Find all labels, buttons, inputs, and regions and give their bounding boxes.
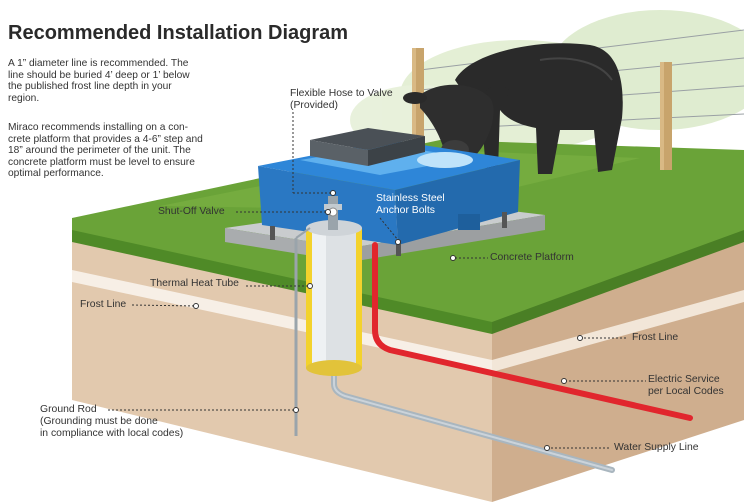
label-shut-off-valve: Shut-Off Valve: [158, 206, 225, 217]
ground-rod: [294, 227, 311, 436]
leader-dots: [193, 190, 583, 451]
label-water-supply-line: Water Supply Line: [614, 442, 699, 453]
frost-line-band-side: [492, 290, 744, 372]
label-stainless-anchor-bolts: Stainless Steel Anchor Bolts: [376, 193, 445, 216]
electric-service-line: [372, 242, 693, 421]
leader-lines: [108, 112, 646, 449]
label-electric-service: Electric Service per Local Codes: [648, 374, 724, 397]
grass-front-edge: [72, 230, 492, 334]
page-title: Recommended Installation Diagram: [8, 22, 349, 44]
label-frost-line-left: Frost Line: [80, 299, 127, 310]
soil-side-face: [492, 238, 744, 502]
label-ground-rod: Ground Rod (Grounding must be done in co…: [40, 404, 184, 439]
label-thermal-heat-tube: Thermal Heat Tube: [150, 278, 239, 289]
anchor-bolts: [270, 212, 507, 256]
thermal-heat-tube: [306, 220, 362, 376]
label-flexible-hose: Flexible Hose to Valve (Provided): [290, 88, 393, 111]
label-concrete-platform: Concrete Platform: [490, 252, 574, 263]
grass-side-edge: [492, 230, 744, 334]
intro-paragraph-concrete-platform: Miraco recommends installing on a con- c…: [8, 122, 203, 180]
intro-paragraph-line-depth: A 1” diameter line is recommended. The l…: [8, 58, 190, 104]
label-frost-line-right: Frost Line: [632, 332, 679, 343]
